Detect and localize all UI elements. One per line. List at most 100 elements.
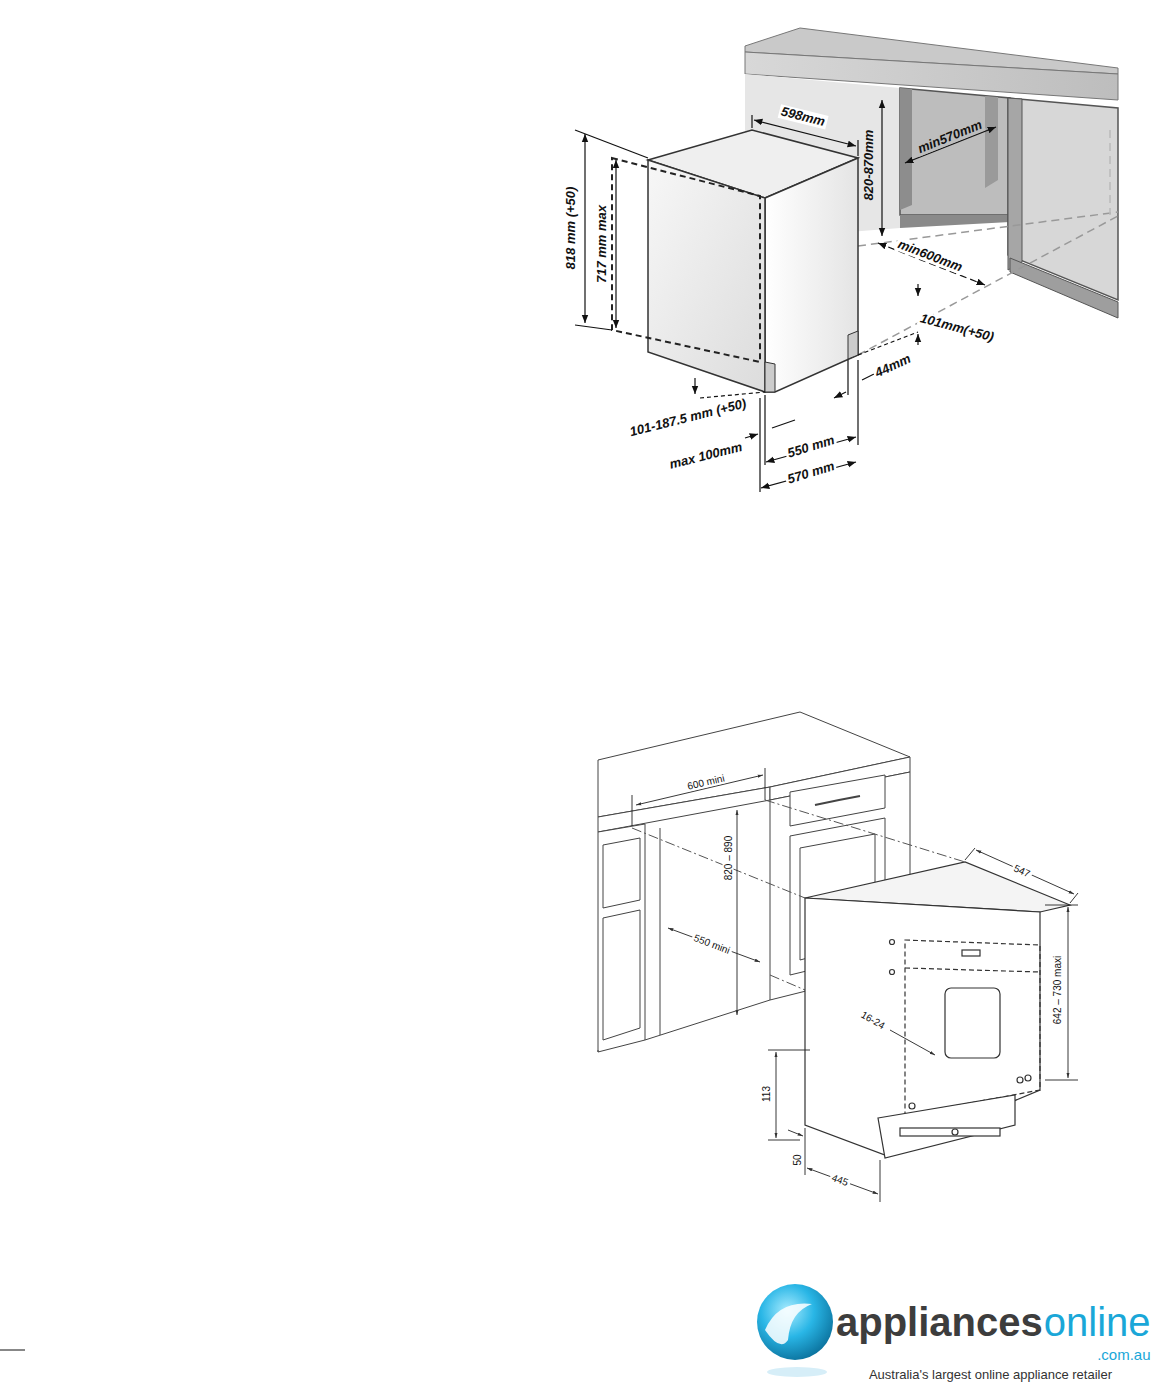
dimension-label: 547 [1010, 862, 1033, 880]
kitchen-cabinets [985, 96, 998, 188]
dimension-label: 717 mm max [595, 203, 609, 285]
dimension-lines-top [575, 325, 612, 330]
dishwasher-bottom [962, 950, 980, 956]
page-rule [0, 1350, 25, 1351]
kitchen-cabinets [1109, 130, 1111, 215]
dimension-label: max 100mm [666, 440, 746, 473]
dimension-lines-bottom [1045, 1080, 1078, 1081]
dishwasher-bottom [1025, 1075, 1031, 1081]
dimension-lines-top [694, 378, 695, 394]
dishwasher-bottom [945, 988, 1000, 1058]
logo-mark [757, 1284, 833, 1360]
dimension-lines-top [834, 392, 846, 398]
dimension-lines-top [759, 398, 760, 492]
dimension-lines-bottom [1070, 893, 1078, 903]
dimension-lines-bottom [765, 768, 766, 800]
dimension-lines-bottom [668, 928, 760, 962]
dimension-lines-bottom [807, 1168, 878, 1194]
dimension-lines-top [917, 284, 918, 296]
dimension-lines-bottom [880, 1160, 881, 1202]
logo-mark [767, 1367, 827, 1377]
dishwasher-bottom [905, 968, 1040, 972]
logo-domain: .com.au [1097, 1347, 1150, 1362]
dimension-label: 642 – 730 maxi [1052, 954, 1063, 1026]
dimension-label: 820 – 890 [723, 834, 734, 883]
dimension-lines-top [764, 395, 765, 465]
dimension-lines-bottom [632, 795, 633, 826]
dishwasher-top [612, 158, 760, 362]
dimension-lines-top [917, 334, 918, 345]
dishwasher-bottom [890, 940, 895, 945]
dimension-lines-top [575, 130, 648, 158]
dimension-label: 818 mm (+50) [564, 185, 578, 272]
dimension-lines-bottom [1045, 905, 1078, 906]
dimension-label: 570 mm [784, 459, 838, 488]
alignment-lines [632, 828, 805, 898]
dishwasher-top [612, 130, 858, 392]
dimension-lines-top [772, 420, 795, 428]
dimension-lines-top [700, 392, 765, 398]
logo-wordmark: online [1044, 1302, 1151, 1342]
dimension-lines-top [615, 160, 616, 328]
dishwasher-top [848, 331, 858, 359]
dishwasher-bottom [900, 1128, 1000, 1136]
dimension-lines-bottom [632, 768, 1078, 1202]
kitchen-cabinets [603, 910, 640, 1040]
dimension-lines-top [575, 100, 996, 492]
alignment-lines [770, 975, 805, 990]
kitchen-cabinets [660, 828, 661, 1035]
kitchen-cabinets [603, 838, 640, 908]
kitchen-cabinets [1010, 258, 1118, 318]
dimension-label: 820-870mm [862, 128, 876, 203]
logo-mark [757, 1284, 833, 1377]
dimension-lines-bottom [776, 1052, 777, 1138]
dishwasher-bottom [952, 1129, 958, 1135]
dimension-lines-top [847, 360, 848, 395]
dishwasher-top [765, 362, 775, 392]
dimension-lines-bottom [768, 1140, 800, 1141]
dishwasher-top [765, 158, 858, 392]
kitchen-cabinets [900, 88, 912, 210]
kitchen-cabinets [815, 796, 860, 805]
dimension-lines-bottom [890, 1030, 935, 1055]
logo-tagline: Australia's largest online appliance ret… [869, 1368, 1112, 1382]
kitchen-cabinets [900, 215, 1010, 228]
logo-mark [765, 1304, 812, 1345]
kitchen-cabinets [790, 775, 885, 826]
kitchen-cabinets [598, 824, 645, 1052]
dimension-lines-bottom [805, 1128, 806, 1175]
kitchen-cabinets [598, 1050, 599, 1052]
kitchen-cabinets [645, 1000, 770, 1040]
dishwasher-bottom [905, 940, 1040, 1115]
dimension-lines-bottom [768, 1050, 810, 1051]
dimension-lines-bottom [1068, 907, 1069, 1078]
dimension-lines-top [881, 100, 882, 236]
dimension-lines-top [745, 434, 758, 438]
dimension-label: 445 [828, 1171, 851, 1188]
kitchen-cabinets [1008, 98, 1022, 270]
dimension-lines-top [857, 360, 858, 445]
dishwasher-top [648, 160, 765, 392]
dimension-label: min600mm [894, 236, 966, 275]
dishwasher-bottom [1017, 1077, 1023, 1083]
dishwasher-bottom [909, 1103, 915, 1109]
dimension-lines-bottom [976, 850, 1074, 894]
dimension-lines-bottom [737, 810, 738, 1015]
dimension-label: 50 [792, 1152, 803, 1167]
kitchen-cabinets [858, 216, 1118, 355]
dimension-label: 113 [761, 1084, 772, 1104]
dimension-lines-top [584, 134, 585, 323]
dimension-lines-top [751, 115, 752, 128]
dimension-label: 101mm(+50) [917, 311, 998, 345]
dimension-lines-top [862, 374, 874, 380]
dimension-lines-bottom [965, 848, 975, 860]
dimension-label: 550 mm [784, 433, 838, 462]
dimension-label: 550 mini [691, 931, 734, 956]
logo-wordmark: appliances [836, 1302, 1043, 1342]
dimension-lines-top [857, 140, 858, 156]
alignment-lines [765, 800, 965, 862]
dimension-label: 44mm [871, 351, 915, 382]
dimension-lines-bottom [788, 1130, 803, 1136]
